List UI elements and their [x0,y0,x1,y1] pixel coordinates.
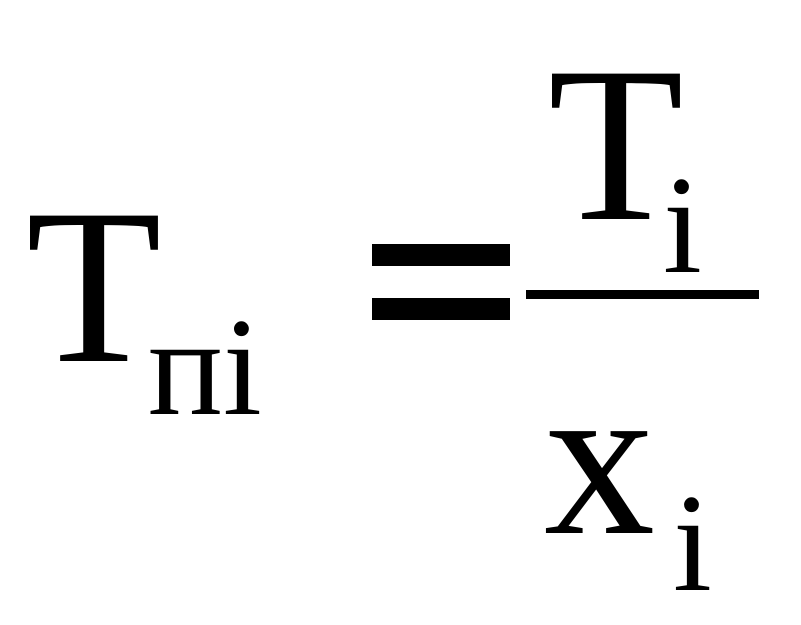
denominator-symbol: x [544,336,655,582]
equals-bar-bottom [372,298,510,320]
denominator-subscript: i [673,466,712,621]
equals-bar-top [372,244,510,266]
fraction-bar [526,290,759,299]
numerator-symbol: T [548,22,684,268]
numerator-subscript: i [663,148,702,303]
lhs-subscript: пі [148,290,262,445]
lhs-symbol: T [26,164,162,410]
equals-sign [372,215,510,325]
